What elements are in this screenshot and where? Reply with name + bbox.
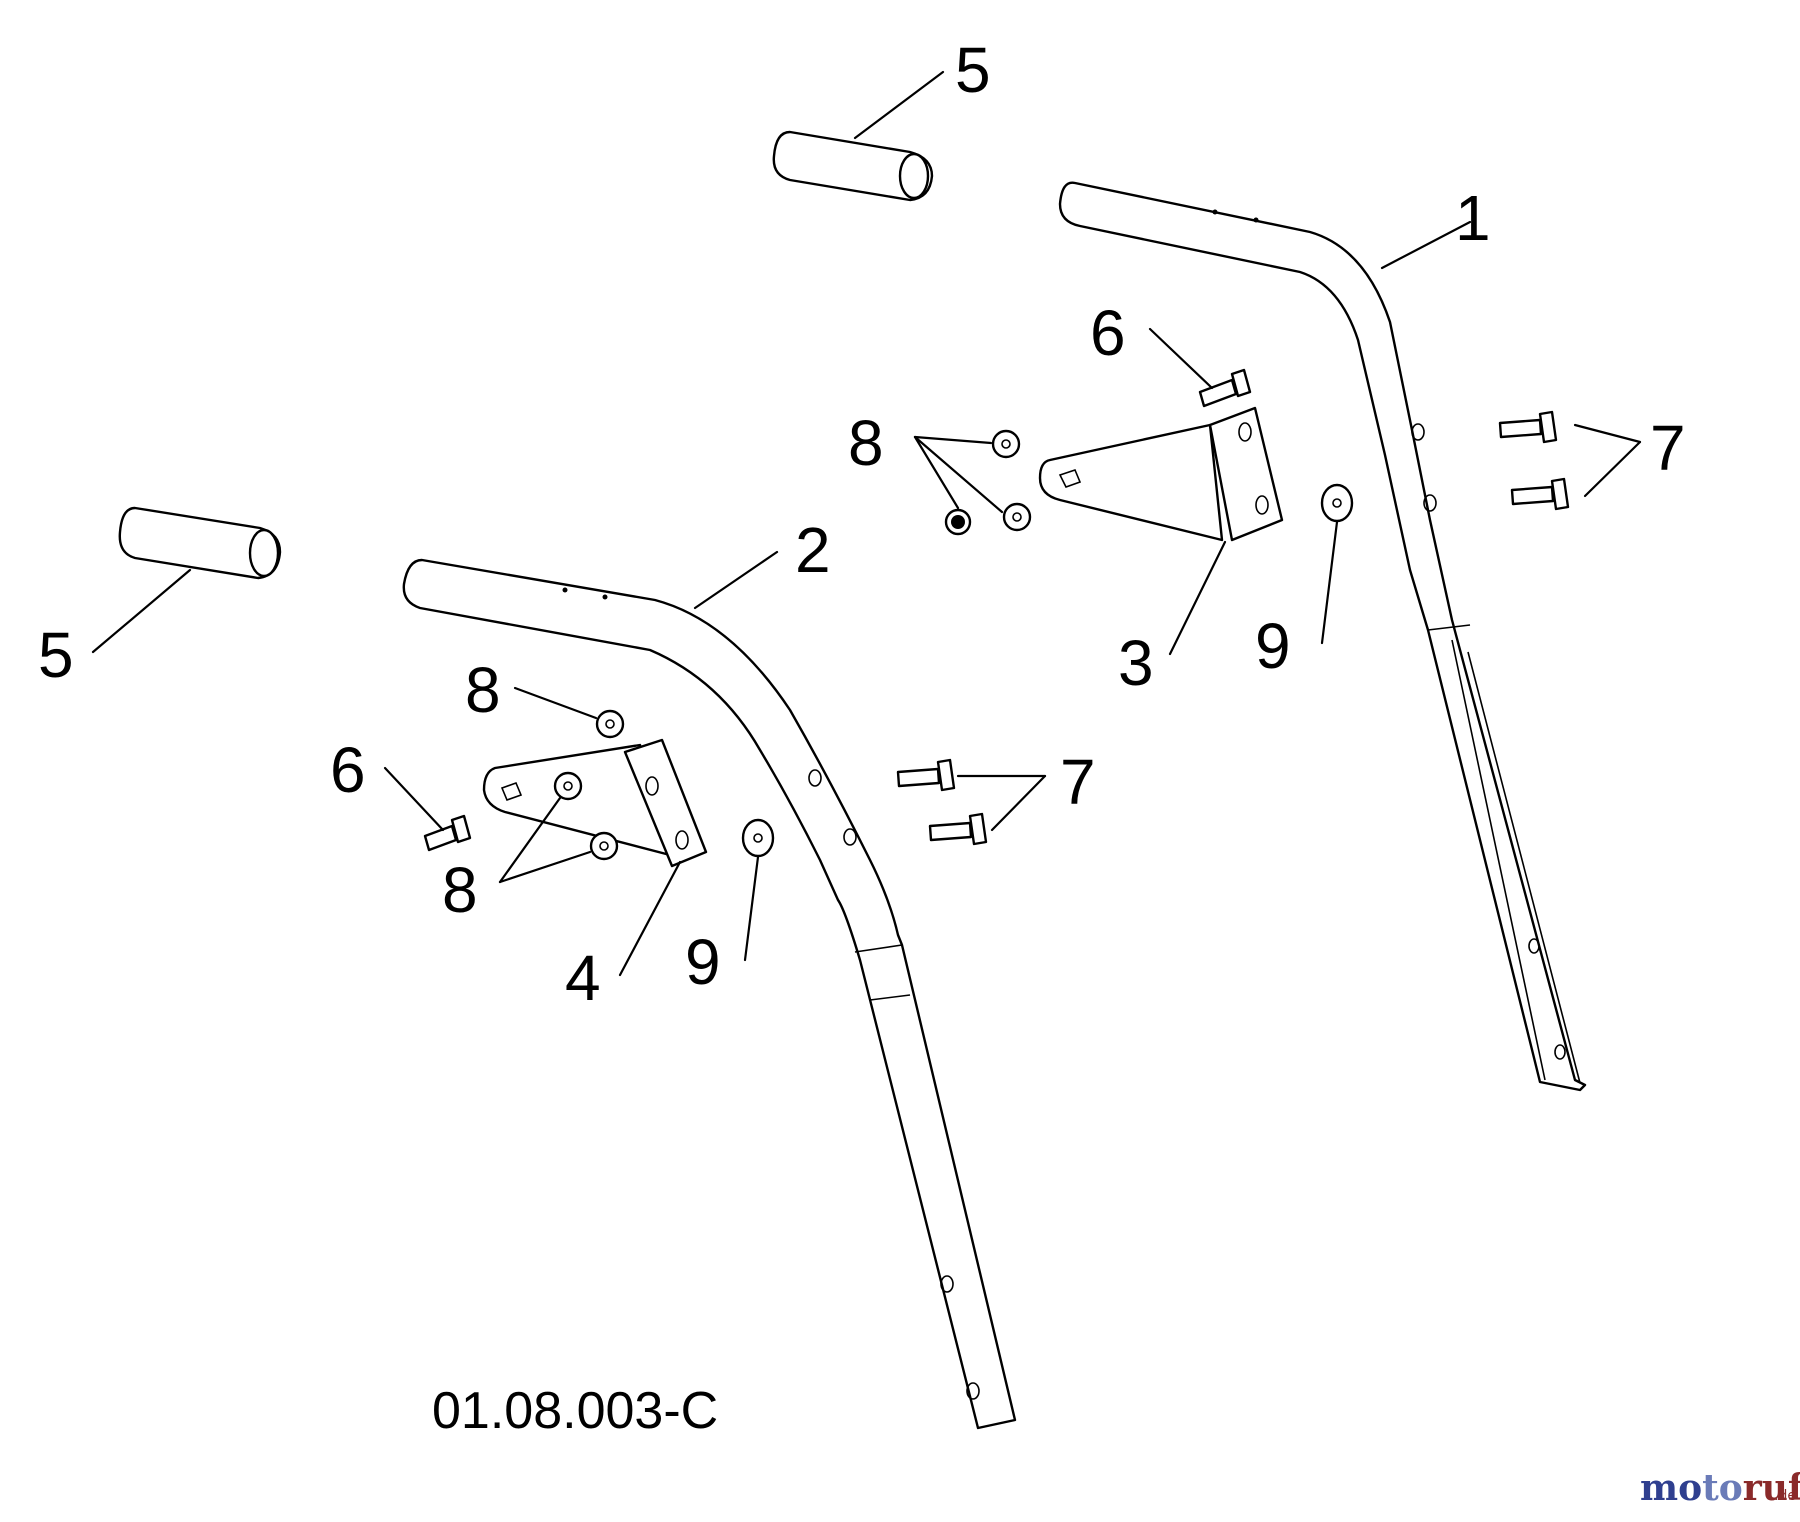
bracket-part-4 bbox=[482, 738, 708, 868]
label-bolt-left: 6 bbox=[330, 734, 366, 806]
svg-text:motoruf: motoruf bbox=[1640, 1467, 1800, 1509]
watermark-suffix: .de bbox=[1774, 1488, 1796, 1504]
label-washers-left-bottom: 8 bbox=[442, 854, 478, 926]
label-grip-top: 5 bbox=[955, 34, 991, 106]
label-bracket-left: 4 bbox=[565, 942, 601, 1014]
watermark-part-ruf: ruf bbox=[1743, 1467, 1800, 1509]
washer-part-9-right bbox=[1320, 483, 1354, 523]
lower-handle-part-2 bbox=[402, 558, 1017, 1430]
leader-lines bbox=[91, 70, 1642, 977]
watermark-part-to: to bbox=[1702, 1467, 1743, 1509]
washers-part-8-right bbox=[944, 429, 1032, 536]
label-bolt-right: 6 bbox=[1090, 297, 1126, 369]
upper-handle-part-1 bbox=[1058, 181, 1587, 1092]
label-grip-left: 5 bbox=[38, 619, 74, 691]
label-washer-left: 9 bbox=[685, 926, 721, 998]
bolt-part-6-left bbox=[423, 814, 472, 852]
washer-part-9-left bbox=[741, 818, 775, 858]
label-bracket-right: 3 bbox=[1118, 627, 1154, 699]
label-washers-right: 8 bbox=[848, 407, 884, 479]
label-bolts-right: 7 bbox=[1650, 412, 1686, 484]
washer-part-8-left-top bbox=[595, 709, 625, 739]
watermark-logo: motoruf .de bbox=[1640, 1467, 1800, 1509]
label-washer-left-top: 8 bbox=[465, 654, 501, 726]
bolts-part-7-right bbox=[1498, 410, 1570, 511]
label-washer-right: 9 bbox=[1255, 610, 1291, 682]
drawing-code: 01.08.003-C bbox=[432, 1382, 718, 1440]
grip-part-5-top bbox=[772, 130, 934, 202]
watermark-part-mo: mo bbox=[1640, 1467, 1702, 1509]
label-upper-handle: 1 bbox=[1455, 182, 1491, 254]
part-labels: 1 2 3 4 5 5 6 6 8 8 8 7 7 9 9 bbox=[38, 34, 1686, 1014]
label-lower-handle: 2 bbox=[795, 514, 831, 586]
grip-part-5-left bbox=[118, 506, 282, 580]
bolt-part-6-right bbox=[1198, 368, 1252, 408]
bolts-part-7-left bbox=[896, 758, 988, 846]
washers-part-8-left-bottom bbox=[553, 771, 619, 861]
label-bolts-left: 7 bbox=[1060, 746, 1096, 818]
bracket-part-3 bbox=[1038, 406, 1284, 542]
